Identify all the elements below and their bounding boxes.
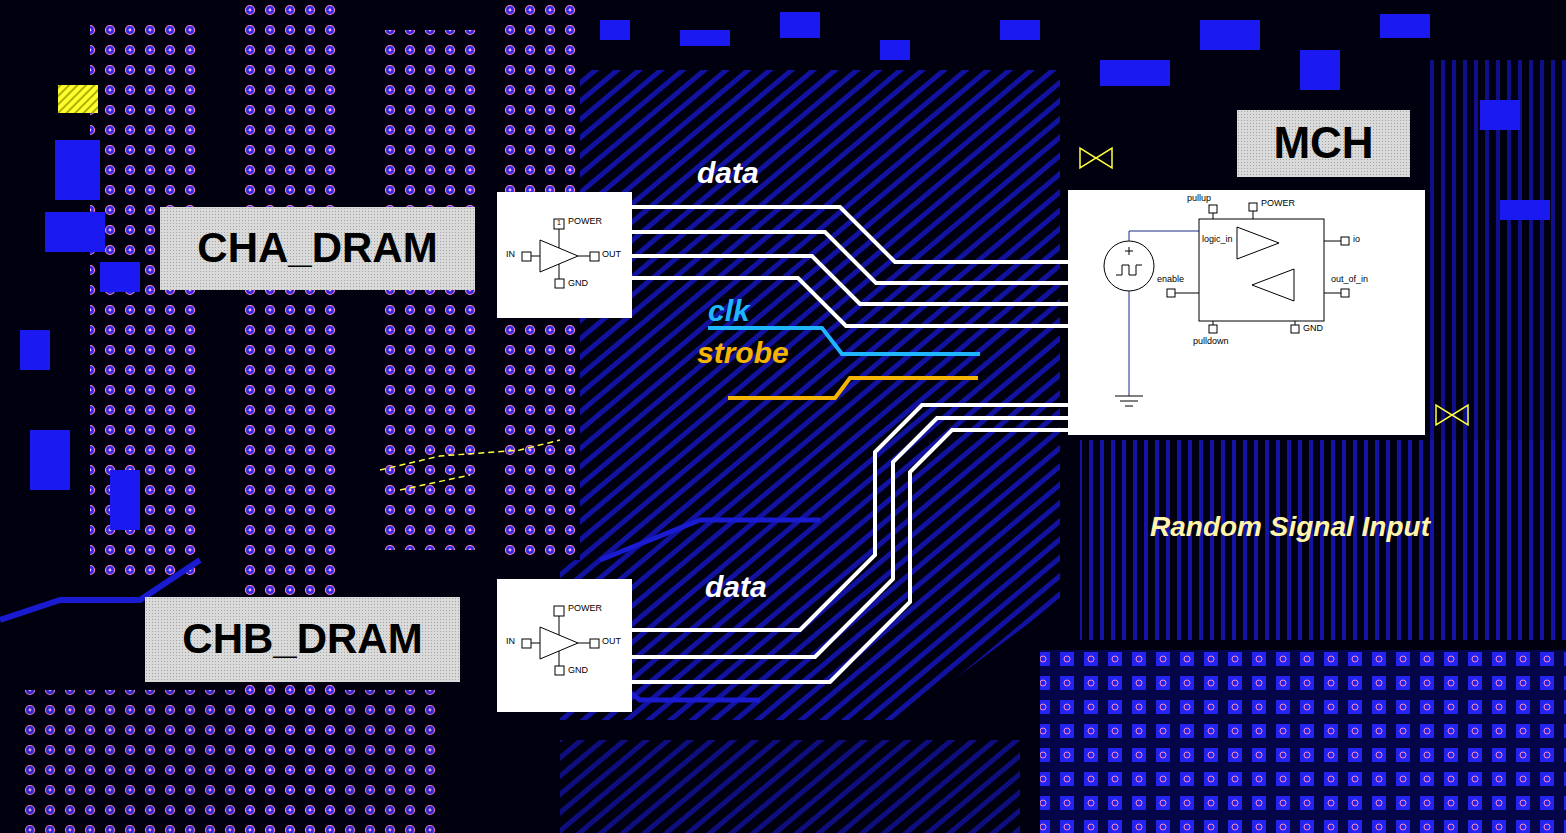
pin-name: out_of_in — [1331, 275, 1368, 285]
pin-name: POWER — [568, 604, 602, 614]
data-trace — [632, 278, 1068, 326]
pin-name: enable — [1157, 275, 1184, 285]
pin-name: GND — [568, 666, 588, 676]
buffer-model-box: 1 POWER IN OUT GND — [497, 192, 632, 318]
pin-name: io — [1353, 235, 1360, 245]
data-trace — [632, 207, 1068, 262]
data-trace — [632, 430, 1068, 682]
pin-name: pullup — [1187, 194, 1211, 204]
strobe-trace — [728, 378, 978, 398]
chip-name: CHB_DRAM — [182, 616, 422, 662]
chip-label-box: CHB_DRAM — [145, 597, 460, 682]
pin-name: logic_in — [1202, 235, 1233, 245]
data-trace — [632, 418, 1068, 657]
pin-name: IN — [506, 250, 515, 260]
signal-label: data — [705, 570, 767, 603]
pin-name: GND — [1303, 324, 1323, 334]
data-trace — [632, 405, 1068, 630]
io-buffer-model-symbol — [1069, 191, 1426, 436]
signal-label: data — [697, 156, 759, 189]
io-model-box: pullupPOWER logic_in io enable out_of_inGND p… — [1068, 190, 1425, 435]
signal-label: strobe — [697, 336, 789, 369]
pin-name: POWER — [568, 217, 602, 227]
chip-label-box: MCH — [1237, 110, 1410, 177]
pin-name: GND — [568, 279, 588, 289]
pin-name: POWER — [1261, 199, 1295, 209]
pin-name: 1 — [557, 219, 561, 227]
buffer-symbol — [498, 580, 633, 713]
pin-name: IN — [506, 637, 515, 647]
chip-label-box: CHA_DRAM — [160, 207, 475, 290]
pin-name: OUT — [602, 637, 621, 647]
signal-label: Random Signal Input — [1150, 512, 1430, 543]
chip-name: CHA_DRAM — [197, 225, 437, 271]
pin-name: pulldown — [1193, 337, 1229, 347]
signal-label: clk — [708, 294, 750, 327]
buffer-model-box: POWER IN OUT GND — [497, 579, 632, 712]
pin-name: OUT — [602, 250, 621, 260]
chip-name: MCH — [1273, 119, 1373, 167]
